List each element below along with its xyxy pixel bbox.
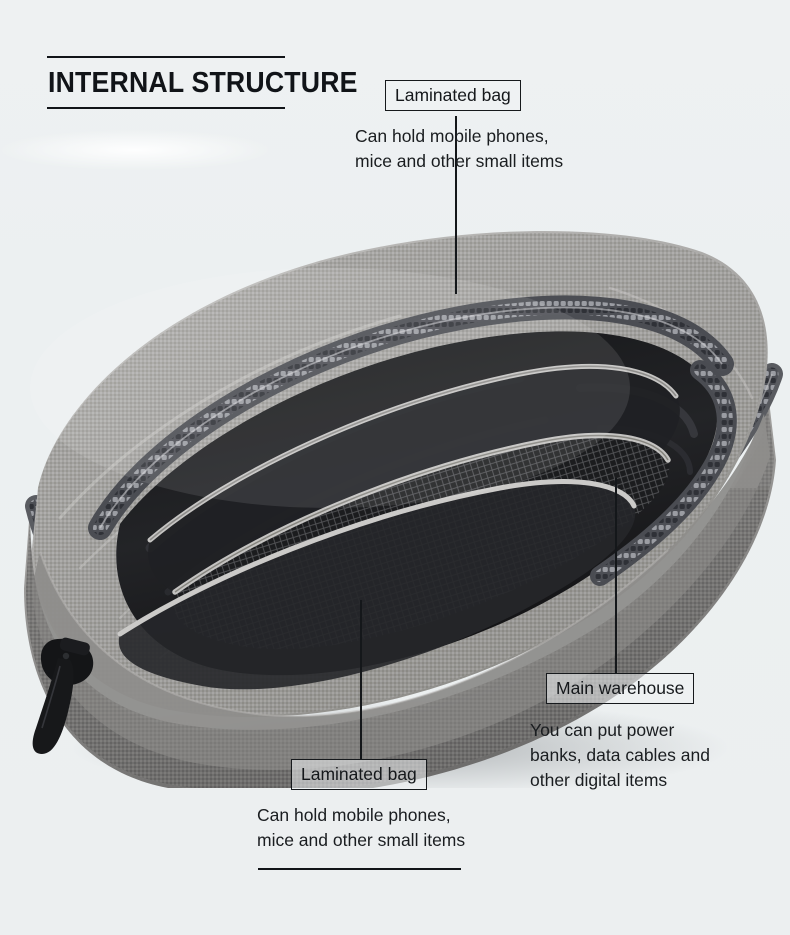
callout-right-description: You can put power banks, data cables and…	[530, 720, 710, 790]
callout-bottom-label: Laminated bag	[291, 759, 427, 790]
callout-bottom-underline	[258, 868, 461, 870]
product-photo	[0, 188, 790, 788]
top-zipper-open	[88, 295, 734, 540]
callout-top: Laminated bag Can hold mobile phones, mi…	[355, 80, 563, 174]
title-glow	[0, 130, 270, 170]
title-rule-bottom	[47, 107, 285, 109]
callout-right: Main warehouse You can put power banks, …	[530, 673, 710, 793]
leader-line-bottom	[360, 600, 362, 760]
callout-top-label: Laminated bag	[385, 80, 521, 111]
leader-line-top	[455, 116, 457, 294]
title-block: INTERNAL STRUCTURE	[47, 56, 358, 109]
callout-bottom: Laminated bag Can hold mobile phones, mi…	[257, 759, 465, 853]
leader-line-right	[615, 478, 617, 674]
right-inner-zipper	[590, 360, 737, 586]
zipper-pull	[32, 637, 94, 754]
page-title: INTERNAL STRUCTURE	[48, 67, 358, 99]
callout-bottom-description: Can hold mobile phones, mice and other s…	[257, 805, 466, 850]
callout-right-label: Main warehouse	[546, 673, 695, 704]
interior-pockets	[117, 363, 680, 690]
callout-top-description: Can hold mobile phones, mice and other s…	[355, 126, 564, 171]
title-rule-top	[47, 56, 285, 58]
